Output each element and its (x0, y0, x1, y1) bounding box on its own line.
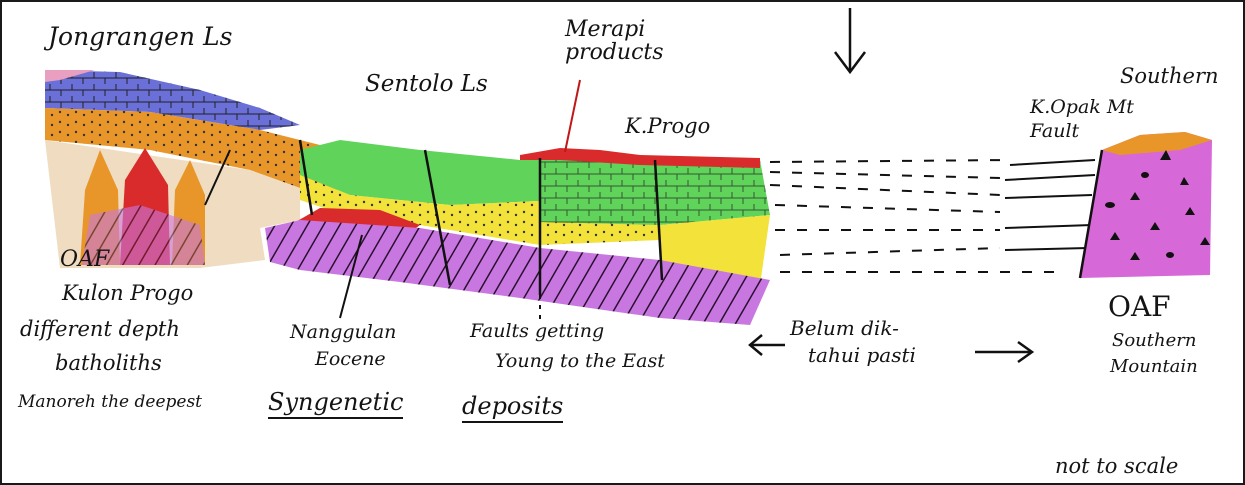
label-sentolo: Sentolo Ls (365, 72, 488, 96)
label-not-to-scale: not to scale (1055, 455, 1178, 477)
label-tahui-pasti: tahui pasti (808, 345, 916, 366)
label-deposits: deposits (462, 394, 563, 423)
right-arrow-icon (975, 342, 1032, 362)
label-southern-mountain-2: Mountain (1110, 358, 1198, 377)
label-k-progo: K.Progo (625, 115, 710, 137)
label-syngenetic: Syngenetic (268, 390, 403, 419)
label-oaf-left: OAF (60, 248, 109, 271)
label-different-depth: different depth (20, 318, 180, 340)
dashed-correlation-lines (770, 160, 1060, 272)
merapi-pointer (565, 80, 580, 152)
label-nanggulan: Nanggulan (290, 323, 396, 343)
label-faults-getting: Faults getting (470, 322, 604, 342)
label-southern-mountain-1: Southern (1112, 332, 1196, 351)
label-fault: Fault (1030, 122, 1079, 142)
label-kulon-progo: Kulon Progo (62, 282, 193, 304)
left-arrow-icon (750, 335, 785, 355)
down-arrow-icon (835, 8, 865, 72)
southern-mountain-block (1080, 132, 1212, 278)
label-manoreh: Manoreh the deepest (18, 394, 202, 412)
label-young-east: Young to the East (495, 352, 665, 372)
label-k-opak: K.Opak Mt (1030, 98, 1134, 118)
label-oaf-right: OAF (1108, 292, 1171, 321)
label-belum-diketahui: Belum dik- (790, 318, 899, 339)
label-merapi-products: Merapi products (565, 18, 664, 64)
label-eocene: Eocene (315, 350, 386, 370)
label-southern: Southern (1120, 65, 1219, 87)
label-batholiths: batholiths (55, 352, 162, 374)
label-jongrangen: Jongrangen Ls (48, 24, 232, 50)
fault-zone-lines (1005, 160, 1095, 250)
